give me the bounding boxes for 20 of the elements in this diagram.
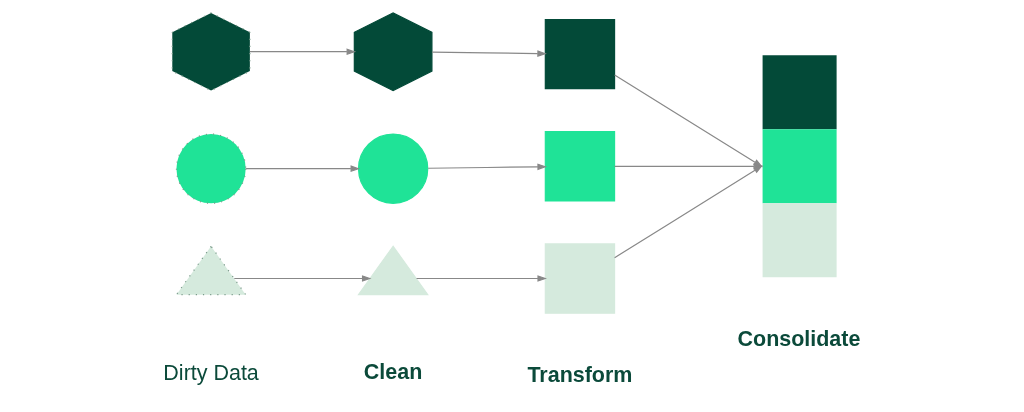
node-circle bbox=[175, 133, 246, 204]
label: Clean bbox=[363, 360, 422, 385]
label: Transform bbox=[526, 362, 632, 387]
node-hexagon bbox=[171, 12, 250, 92]
label: Dirty Data bbox=[162, 361, 259, 386]
node-triangle bbox=[174, 245, 247, 296]
node-box bbox=[544, 243, 615, 314]
node-box bbox=[544, 18, 615, 90]
arrow bbox=[431, 50, 547, 57]
arrow bbox=[248, 48, 356, 56]
arrow bbox=[613, 165, 763, 259]
node-triangle bbox=[356, 245, 429, 296]
node-circle bbox=[357, 133, 428, 204]
node-hexagon bbox=[353, 12, 432, 92]
label: Consolidate bbox=[737, 326, 860, 351]
arrow bbox=[233, 275, 371, 282]
arrow bbox=[244, 165, 360, 173]
arrow bbox=[427, 163, 547, 171]
arrow bbox=[415, 275, 547, 282]
node-box bbox=[544, 131, 615, 202]
